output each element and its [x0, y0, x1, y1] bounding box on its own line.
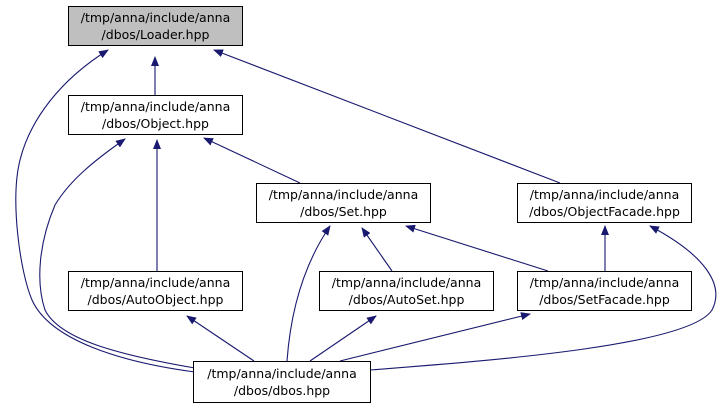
node-set-hpp[interactable]: /tmp/anna/include/anna /dbos/Set.hpp — [256, 183, 431, 223]
node-object-hpp[interactable]: /tmp/anna/include/anna /dbos/Object.hpp — [68, 95, 243, 135]
node-set-line2: /dbos/Set.hpp — [300, 204, 387, 219]
node-autoset-line2: /dbos/AutoSet.hpp — [348, 292, 465, 307]
edge-dbos-to-loader — [15, 49, 196, 373]
node-dbos-line1: /tmp/anna/include/anna — [207, 366, 357, 381]
edge-dbos-from-autoobject — [186, 315, 255, 362]
node-loader-line2: /dbos/Loader.hpp — [101, 27, 210, 42]
node-set-line1: /tmp/anna/include/anna — [268, 187, 419, 202]
node-setfacade-hpp[interactable]: /tmp/anna/include/anna /dbos/SetFacade.h… — [517, 271, 692, 311]
node-autoset-line1: /tmp/anna/include/anna — [331, 275, 482, 290]
edge-setfacade-to-set — [405, 224, 549, 272]
node-autoobject-hpp[interactable]: /tmp/anna/include/anna /dbos/AutoObject.… — [68, 271, 243, 311]
node-object-line1: /tmp/anna/include/anna — [80, 99, 231, 114]
edge-dbos-from-objectfacade — [369, 225, 717, 371]
node-object-line2: /dbos/Object.hpp — [102, 116, 209, 131]
edge-set-to-object — [203, 137, 301, 184]
node-setfacade-line1: /tmp/anna/include/anna — [529, 275, 680, 290]
edge-dbos-from-setfacade — [339, 312, 531, 362]
node-dbos-hpp[interactable]: /tmp/anna/include/anna /dbos/dbos.hpp — [193, 361, 371, 403]
edge-autoset-to-set — [361, 227, 393, 272]
edge-dbos-from-autoset — [309, 315, 377, 362]
node-dbos-line2: /dbos/dbos.hpp — [233, 383, 331, 398]
node-autoset-hpp[interactable]: /tmp/anna/include/anna /dbos/AutoSet.hpp — [319, 271, 494, 311]
edge-dbos-from-object — [39, 138, 196, 369]
node-objectfacade-line2: /dbos/ObjectFacade.hpp — [529, 204, 680, 219]
node-objectfacade-hpp[interactable]: /tmp/anna/include/anna /dbos/ObjectFacad… — [517, 183, 692, 223]
node-autoobject-line1: /tmp/anna/include/anna — [80, 275, 231, 290]
node-autoobject-line2: /dbos/AutoObject.hpp — [87, 292, 224, 307]
edge-dbos-from-set — [286, 225, 331, 362]
node-loader-line1: /tmp/anna/include/anna — [80, 10, 231, 25]
node-loader-hpp: /tmp/anna/include/anna /dbos/Loader.hpp — [68, 6, 243, 46]
node-setfacade-line2: /dbos/SetFacade.hpp — [539, 292, 670, 307]
node-objectfacade-line1: /tmp/anna/include/anna — [529, 187, 680, 202]
edge-objectfacade-to-loader — [213, 49, 561, 184]
